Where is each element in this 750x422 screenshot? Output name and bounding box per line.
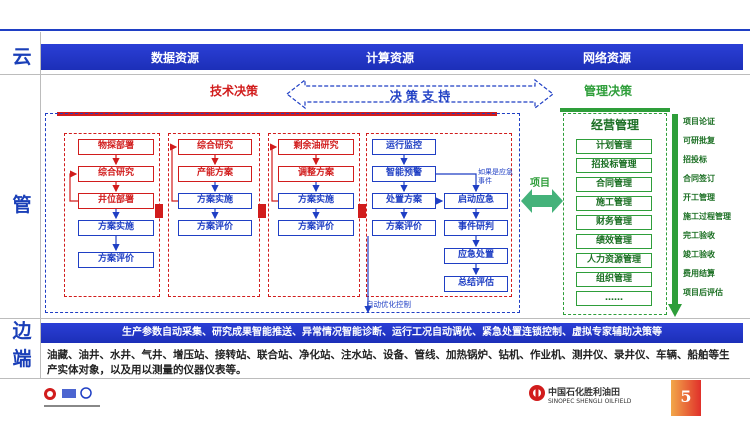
layer-column-divider	[40, 32, 41, 378]
mgmt-item-4: 施工管理	[576, 196, 652, 211]
col3-step-4: 方案评价	[278, 220, 354, 236]
edge-capability-text: 生产参数自动采集、研究成果智能推送、异常情况智能诊断、运行工况自动调优、紧急处置…	[122, 327, 662, 338]
col4-step-4: 方案评价	[372, 220, 436, 236]
mgmt-frame	[563, 113, 667, 315]
separator-pipe	[0, 318, 750, 319]
data-resource-label: 数据资源	[151, 51, 200, 65]
col2-step-1: 综合研究	[178, 139, 252, 155]
separator-edge	[0, 378, 750, 379]
col4-group-frame	[366, 133, 512, 297]
col5-step-3: 应急处置	[444, 248, 508, 264]
col2-step-4: 方案评价	[178, 220, 252, 236]
project-flow-2: 可研批复	[683, 136, 715, 145]
page-number: 5	[680, 387, 692, 406]
col2-step-2: 产能方案	[178, 166, 252, 182]
tech-decision-bar	[57, 112, 497, 116]
layer-label-pipe: 管	[12, 194, 32, 216]
mgmt-item-8: 组织管理	[576, 272, 652, 287]
col5-step-4: 总结评估	[444, 276, 508, 292]
mgmt-item-3: 合同管理	[576, 177, 652, 192]
project-flow-8: 竣工验收	[683, 250, 715, 259]
sinopec-logo-icon	[529, 385, 545, 401]
edge-objects-text: 油藏、油井、水井、气井、增压站、接转站、联合站、净化站、注水站、设备、管线、加热…	[47, 349, 730, 376]
col1-step-1: 物探部署	[78, 139, 154, 155]
mgmt-item-6: 绩效管理	[576, 234, 652, 249]
col1-step-2: 综合研究	[78, 166, 154, 182]
edge-capability-bar: 生产参数自动采集、研究成果智能推送、异常情况智能诊断、运行工况自动调优、紧急处置…	[41, 323, 743, 343]
project-flow-6: 施工过程管理	[683, 212, 731, 221]
mgmt-decision-title: 管理决策	[584, 84, 633, 98]
project-flow-10: 项目后评估	[683, 288, 723, 297]
col4-step-2: 智能预警	[372, 166, 436, 182]
separator-cloud	[0, 74, 750, 75]
col4-step-1: 运行监控	[372, 139, 436, 155]
project-flow-1: 项目论证	[683, 117, 715, 126]
cloud-resource-bar: 数据资源 计算资源 网络资源	[41, 44, 743, 70]
compute-resource-label: 计算资源	[366, 51, 415, 65]
footer-company-cn: 中国石化胜利油田	[548, 388, 621, 398]
col4-step-3: 处置方案	[372, 193, 436, 209]
tech-decision-title: 技术决策	[210, 84, 259, 98]
mgmt-title: 经营管理	[590, 118, 639, 132]
project-flow-arrow	[668, 114, 682, 317]
sinopec-olympic-logo	[44, 387, 100, 407]
layer-label-edge-1: 边	[12, 320, 32, 342]
project-label: 项目	[530, 178, 550, 189]
col2-step-3: 方案实施	[178, 193, 252, 209]
col3-step-3: 方案实施	[278, 193, 354, 209]
col3-step-1: 剩余油研究	[278, 139, 354, 155]
top-divider	[0, 29, 750, 31]
emergency-note: 如果是应急事件	[478, 168, 513, 185]
mgmt-item-2: 招投标管理	[576, 158, 652, 173]
auto-optimize-label: 自动优化控制	[366, 300, 411, 309]
page-number-badge	[671, 380, 701, 416]
col3-step-2: 调整方案	[278, 166, 354, 182]
project-flow-9: 费用结算	[683, 269, 715, 278]
col5-step-2: 事件研判	[444, 220, 508, 236]
decision-support-arrow	[286, 78, 554, 110]
network-resource-label: 网络资源	[583, 51, 632, 65]
tech-area-frame	[45, 113, 520, 313]
mgmt-item-9: ……	[576, 291, 652, 306]
project-arrow	[521, 189, 563, 213]
mgmt-item-1: 计划管理	[576, 139, 652, 154]
project-flow-3: 招投标	[683, 155, 707, 164]
col1-step-3: 井位部署	[78, 193, 154, 209]
mgmt-item-7: 人力资源管理	[576, 253, 652, 268]
col1-step-4: 方案实施	[78, 220, 154, 236]
footer-company-en: SINOPEC SHENGLI OILFIELD	[548, 398, 632, 405]
col1-step-5: 方案评价	[78, 252, 154, 268]
mgmt-decision-bar	[560, 108, 670, 112]
layer-label-edge-2: 端	[12, 348, 32, 370]
col5-step-1: 启动应急	[444, 193, 508, 209]
layer-label-cloud: 云	[12, 46, 32, 68]
footer-logos	[42, 383, 102, 413]
project-flow-5: 开工管理	[683, 193, 715, 202]
project-flow-7: 完工验收	[683, 231, 715, 240]
mgmt-item-5: 财务管理	[576, 215, 652, 230]
decision-support-label: 决 策 支 持	[389, 89, 451, 103]
project-flow-4: 合同签订	[683, 174, 715, 183]
